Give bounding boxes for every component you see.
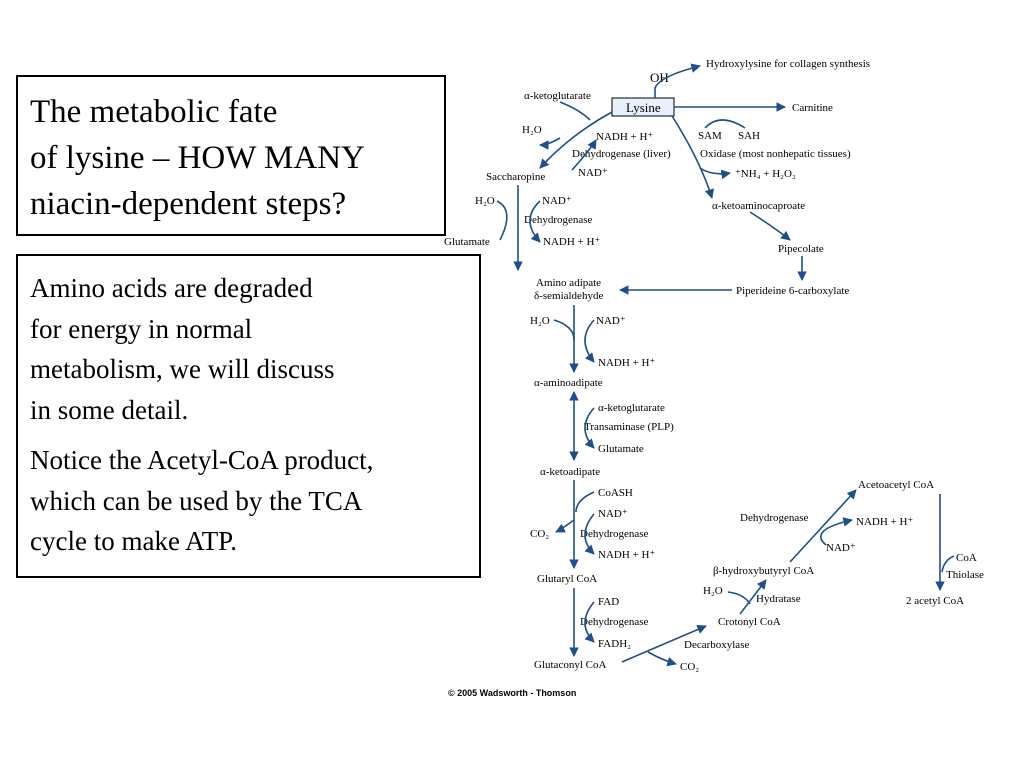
body-p1-line-4: in some detail.	[30, 394, 189, 425]
arrow-to-hydroxylysine	[654, 63, 701, 98]
label-decarboxylase: Decarboxylase	[684, 639, 749, 651]
body-p2-line-2: which can be used by the TCA	[30, 485, 363, 516]
label-acetoacetyl: Acetoacetyl CoA	[858, 479, 934, 491]
label-pipecolate: Pipecolate	[778, 243, 824, 255]
body-p2-line-3: cycle to make ATP.	[30, 526, 237, 556]
label-aminoadipate: α-aminoadipate	[534, 377, 603, 389]
label-hydroxybutyryl: β-hydroxybutyryl CoA	[713, 565, 814, 577]
label-nadh2: NADH + H⁺	[543, 236, 600, 248]
label-hydroxylysine: Hydroxylysine for collagen synthesis	[706, 58, 870, 70]
arrow-nad3-nadh3	[584, 319, 595, 363]
label-semialdehyde: δ-semialdehyde	[534, 290, 603, 302]
label-nadh1: NADH + H⁺	[596, 131, 653, 143]
label-co2-2: CO₂	[680, 661, 699, 673]
label-saccharopine: Saccharopine	[486, 171, 545, 183]
label-nh4: ⁺NH₄ + H₂O₂	[735, 168, 796, 180]
body-p1-line-3: metabolism, we will discuss	[30, 354, 335, 384]
title-line-3: niacin-dependent steps?	[30, 186, 347, 222]
label-glutaconyl: Glutaconyl CoA	[534, 659, 606, 671]
arrow-nad5-nadh5	[820, 517, 853, 546]
label-nadh3: NADH + H⁺	[598, 357, 655, 369]
label-dehydrogenase5: Dehydrogenase	[740, 512, 809, 524]
label-glutamate2: Glutamate	[598, 443, 644, 455]
arrow-sam-sah	[704, 119, 746, 129]
label-fad: FAD	[598, 596, 619, 608]
label-nadh4: NADH + H⁺	[598, 549, 655, 561]
arrow-co2-2	[647, 651, 677, 667]
arrow-nad4-nadh4	[584, 513, 595, 555]
title-box: The metabolic fate of lysine – HOW MANY …	[16, 75, 446, 236]
arrow-akg1	[559, 101, 591, 121]
body-p1-line-1: Amino acids are degraded	[30, 273, 313, 303]
title-line-1: The metabolic fate	[30, 94, 278, 130]
arrow-nad2-nadh2	[529, 200, 541, 243]
label-nad1: NAD⁺	[578, 167, 608, 179]
label-carnitine: Carnitine	[792, 102, 833, 114]
body-paragraph-2: Notice the Acetyl-CoA product, which can…	[30, 440, 467, 562]
label-nadh5: NADH + H⁺	[856, 516, 913, 528]
arrow-h2o2-glutamate	[496, 200, 508, 241]
label-dehydrogenase3: Dehydrogenase	[580, 528, 649, 540]
label-nad2: NAD⁺	[542, 195, 572, 207]
label-oh: OH	[650, 70, 669, 85]
label-nad4: NAD⁺	[598, 508, 628, 520]
arrow-to-pipecolate	[749, 211, 791, 241]
arrow-h2o4	[727, 591, 751, 605]
label-dehydrogenase-liver: Dehydrogenase (liver)	[572, 148, 671, 160]
arrow-crotonyl-to-hydroxybutyryl	[739, 579, 767, 615]
label-dehydrogenase2: Dehydrogenase	[524, 214, 593, 226]
label-akg2: α-ketoglutarate	[598, 402, 665, 414]
label-akg1: α-ketoglutarate	[524, 90, 591, 102]
label-lysine: Lysine	[626, 100, 661, 115]
arrow-co2-1	[555, 519, 575, 533]
arrow-to-ketoaminocaproate	[671, 115, 714, 199]
label-ketoadipate: α-ketoadipate	[540, 466, 600, 478]
label-nad5: NAD⁺	[826, 542, 856, 554]
label-nad3: NAD⁺	[596, 315, 626, 327]
arrow-lysine-to-saccharopine	[539, 111, 613, 169]
label-hydratase: Hydratase	[756, 593, 801, 605]
arrow-hydroxybutyryl-to-acetoacetyl	[789, 489, 857, 563]
label-crotonyl: Crotonyl CoA	[718, 616, 781, 628]
label-acetyl: 2 acetyl CoA	[906, 595, 964, 607]
label-h2o1: H₂O	[522, 124, 542, 136]
label-fadh2: FADH₂	[598, 638, 631, 650]
label-piperideine: Piperideine 6-carboxylate	[736, 285, 849, 297]
arrow-h2o3	[553, 319, 575, 341]
label-co2-1: CO₂	[530, 528, 549, 540]
title-line-2: of lysine – HOW MANY	[30, 140, 365, 176]
label-h2o2: H₂O	[475, 195, 495, 207]
body-p1-line-2: for energy in normal	[30, 313, 253, 344]
arrow-nad1-nadh1	[571, 139, 597, 171]
label-sah: SAH	[738, 130, 760, 142]
copyright-notice: © 2005 Wadsworth - Thomson	[448, 688, 577, 698]
label-dehydrogenase4: Dehydrogenase	[580, 616, 649, 628]
arrow-glutaconyl-to-crotonyl	[621, 624, 707, 663]
label-h2o3: H₂O	[530, 315, 550, 327]
label-glutaryl: Glutaryl CoA	[537, 573, 597, 585]
body-paragraph-1: Amino acids are degraded for energy in n…	[30, 268, 467, 430]
arrow-akg2-glutamate2	[584, 407, 595, 449]
body-p2-line-1: Notice the Acetyl-CoA product,	[30, 445, 374, 475]
arrow-nh4	[699, 167, 731, 180]
label-amino-adipate: Amino adipate	[536, 277, 601, 289]
label-sam: SAM	[698, 130, 722, 142]
label-transaminase: Transaminase (PLP)	[584, 421, 674, 433]
label-glutamate1: Glutamate	[444, 236, 490, 248]
label-h2o4: H₂O	[703, 585, 723, 597]
arrow-coash	[575, 491, 595, 513]
arrow-coa	[941, 555, 955, 573]
arrow-h2o1	[539, 137, 561, 150]
body-text-box: Amino acids are degraded for energy in n…	[16, 254, 481, 578]
label-oxidase: Oxidase (most nonhepatic tissues)	[700, 148, 851, 160]
label-thiolase: Thiolase	[946, 569, 984, 581]
label-coash: CoASH	[598, 487, 633, 499]
arrow-fad-fadh2	[584, 601, 595, 643]
label-coa: CoA	[956, 552, 977, 564]
label-ketoaminocaproate: α-ketoaminocaproate	[712, 200, 805, 212]
